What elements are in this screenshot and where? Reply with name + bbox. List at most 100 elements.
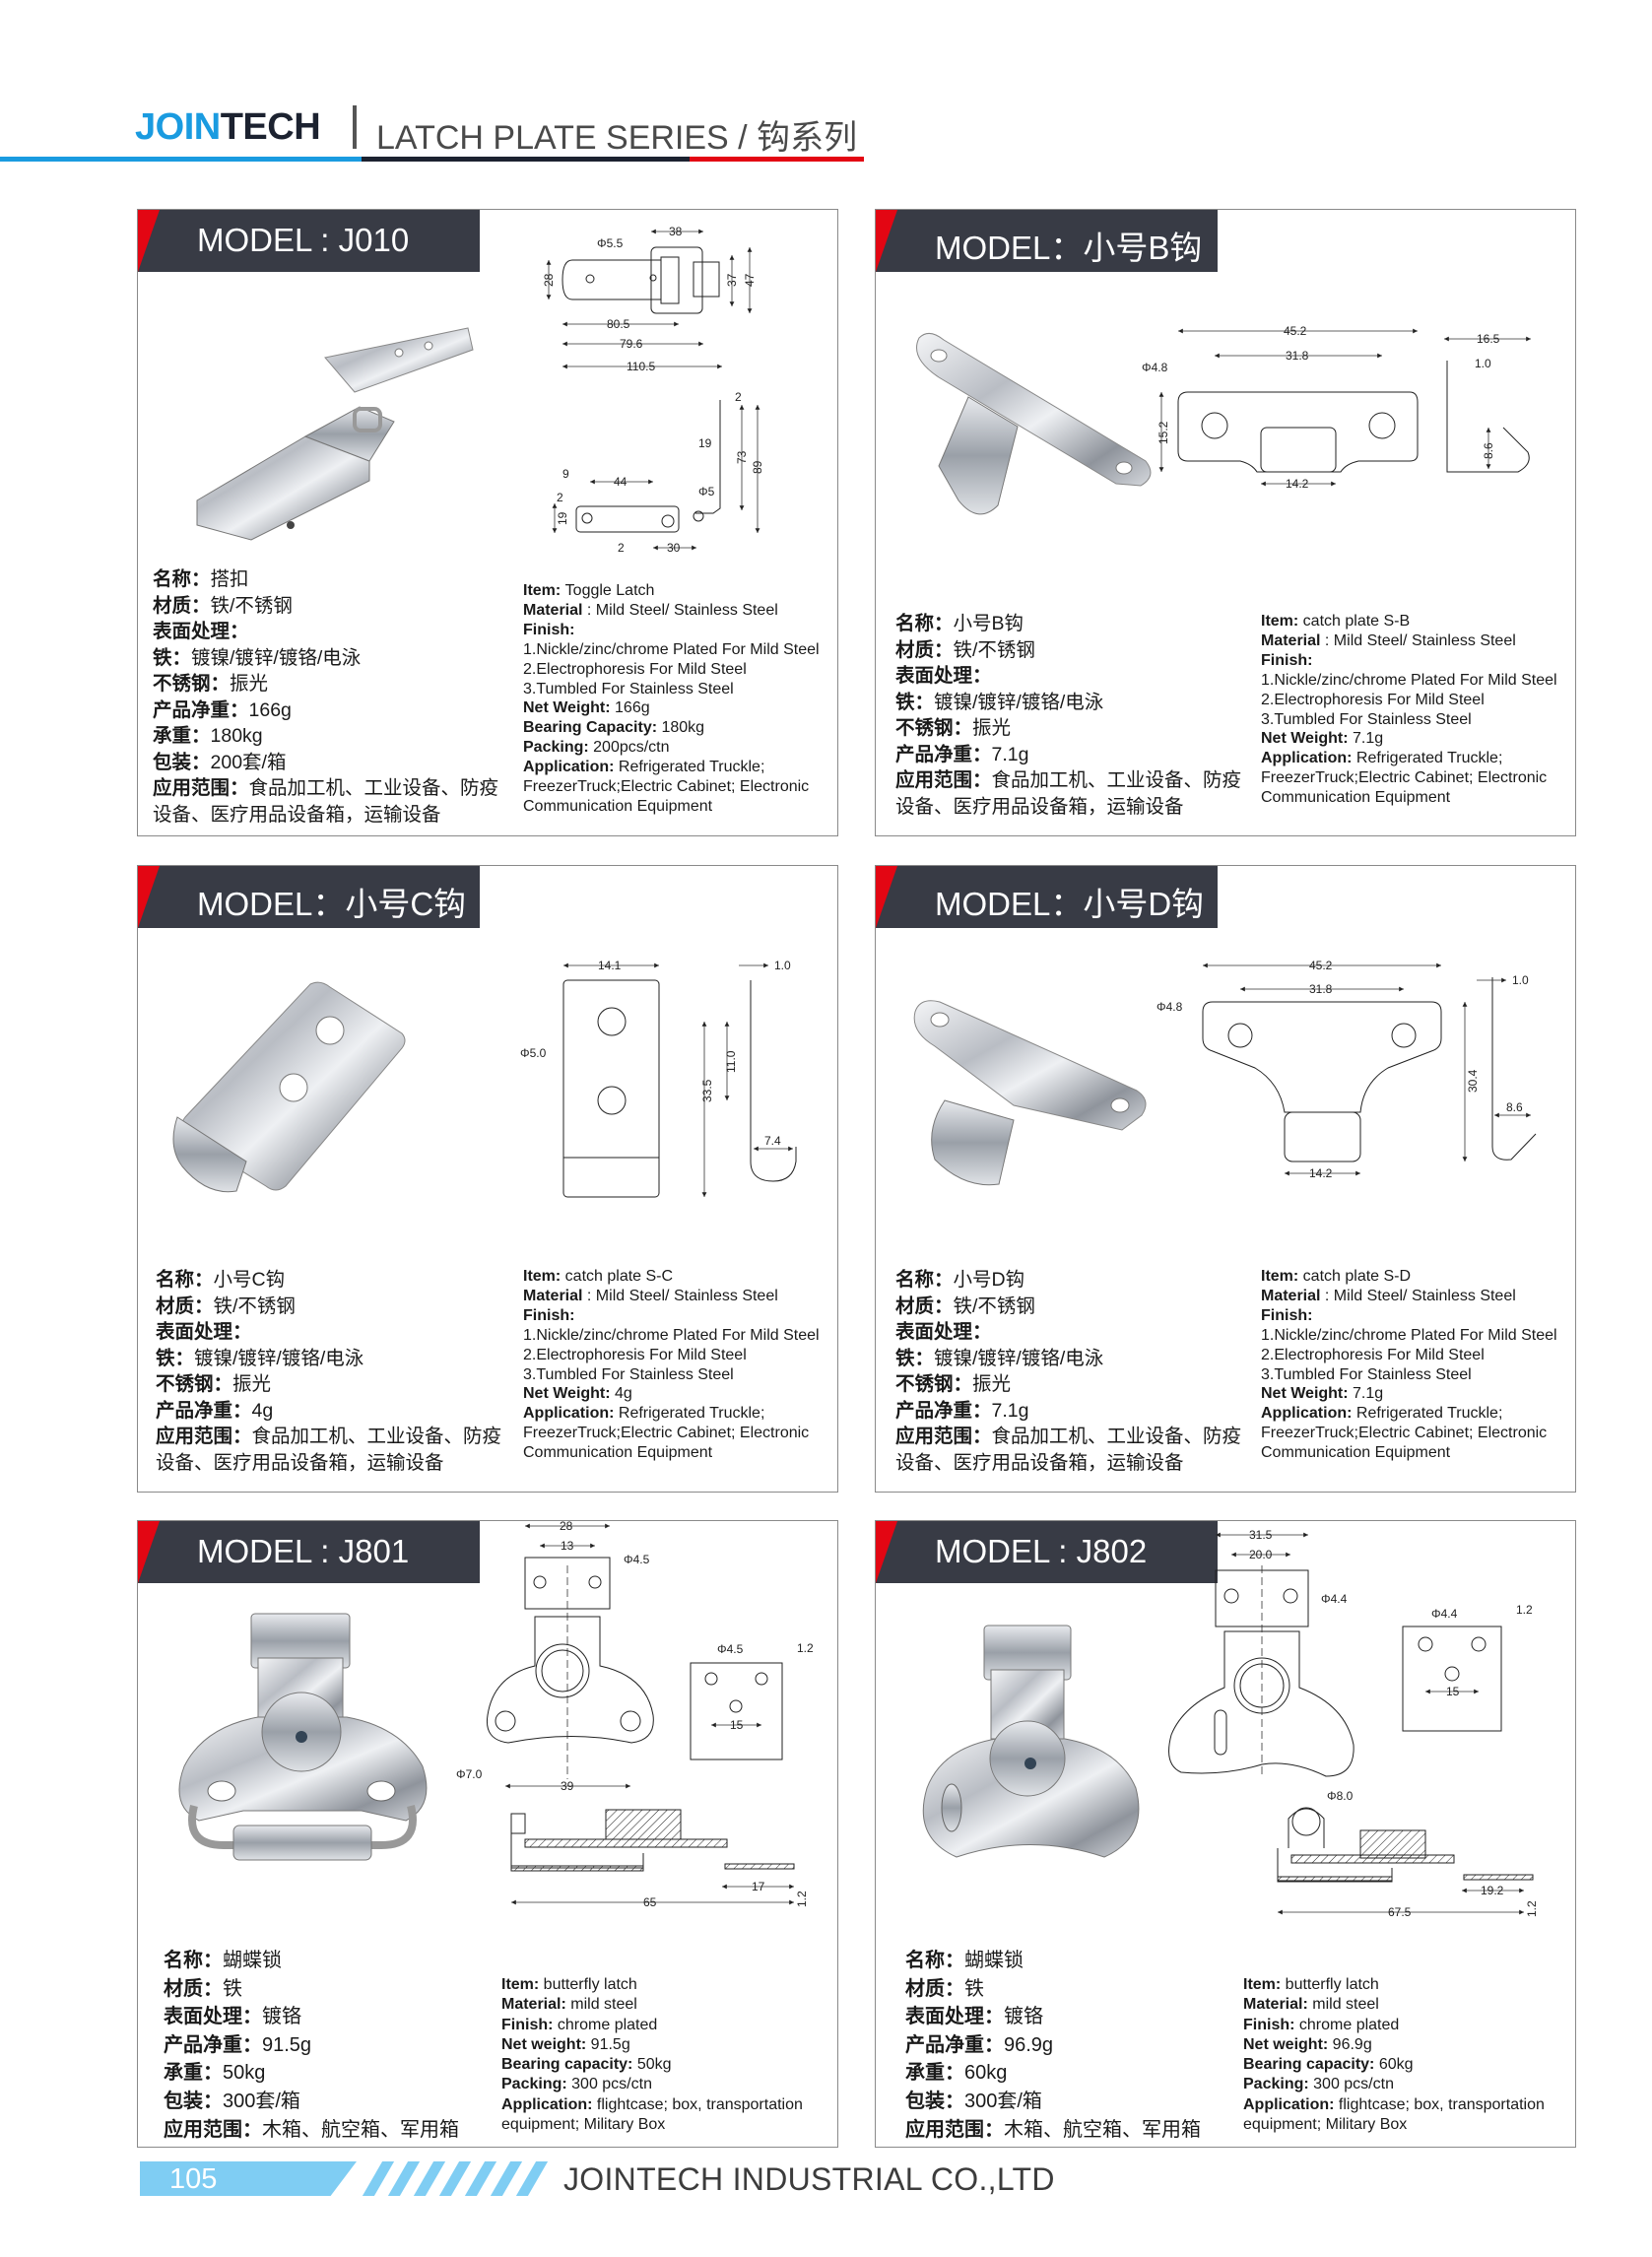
spec-row-english: Bearing capacity: 60kg bbox=[1243, 2055, 1568, 2075]
spec-row-english: Finish: bbox=[1261, 651, 1568, 671]
dim-label: 1.2 bbox=[797, 1641, 814, 1655]
spec-row-english: Application: Refrigerated Truckle; Freez… bbox=[523, 1404, 830, 1463]
spec-row-chinese: 不锈钢：振光 bbox=[153, 671, 512, 697]
spec-value: 铁 bbox=[964, 1977, 984, 2000]
dim-label: 2 bbox=[557, 491, 563, 504]
spec-value: : Mild Steel/ Stainless Steel bbox=[1320, 631, 1516, 649]
spec-label: 包装： bbox=[153, 751, 211, 773]
dim-label: 11.0 bbox=[724, 1050, 738, 1073]
spec-value: 3.Tumbled For Stainless Steel bbox=[523, 1365, 734, 1383]
spec-row-chinese: 包装：300套/箱 bbox=[164, 2088, 523, 2116]
spec-row-english: Item: catch plate S-D bbox=[1261, 1267, 1568, 1287]
spec-label: 材质： bbox=[156, 1294, 214, 1317]
spec-row-chinese: 材质：铁/不锈钢 bbox=[156, 1294, 515, 1320]
spec-row-english: Material : Mild Steel/ Stainless Steel bbox=[523, 601, 830, 621]
dim-label: 14.2 bbox=[1286, 477, 1309, 491]
dim-label: 1.2 bbox=[1525, 1900, 1539, 1917]
product-card-j010: MODEL : J010 38 Φ5.5 28 37 47 80.5 bbox=[137, 209, 838, 836]
spec-value: 蝴蝶锁 bbox=[223, 1950, 282, 1971]
spec-row-chinese: 应用范围：木箱、航空箱、军用箱 bbox=[164, 2116, 523, 2145]
spec-value: 1.Nickle/zinc/chrome Plated For Mild Ste… bbox=[1261, 1326, 1557, 1344]
spec-row-english: Material : Mild Steel/ Stainless Steel bbox=[523, 1287, 830, 1306]
spec-row-english: Application: flightcase; box, transporta… bbox=[1243, 2095, 1568, 2136]
spec-value: Toggle Latch bbox=[564, 582, 655, 599]
spec-row-chinese: 应用范围：食品加工机、工业设备、防疫设备、医疗用品设备箱，运输设备 bbox=[895, 1424, 1255, 1476]
spec-value: 7.1g bbox=[1353, 730, 1384, 748]
dim-label: Φ7.0 bbox=[456, 1767, 483, 1781]
spec-row-chinese: 包装：200套/箱 bbox=[153, 750, 512, 776]
spec-row-chinese: 表面处理： bbox=[895, 663, 1255, 690]
spec-value: 铁/不锈钢 bbox=[213, 1294, 296, 1317]
spec-label: 表面处理： bbox=[895, 1321, 992, 1343]
dim-label: Φ5 bbox=[698, 485, 715, 498]
dim-label: 47 bbox=[743, 273, 757, 287]
spec-label: Net Weight: bbox=[1261, 730, 1354, 748]
spec-label: 应用范围： bbox=[156, 1426, 252, 1447]
spec-value: 铁/不锈钢 bbox=[953, 638, 1035, 661]
spec-value: 50kg bbox=[223, 2062, 266, 2085]
model-banner: MODEL：小号C钩 bbox=[138, 866, 480, 928]
spec-label: 应用范围： bbox=[895, 1426, 992, 1447]
spec-value: 木箱、航空箱、军用箱 bbox=[262, 2118, 459, 2141]
spec-label: Bearing Capacity: bbox=[523, 719, 662, 737]
spec-label: Application: bbox=[523, 759, 619, 776]
spec-row-english: 1.Nickle/zinc/chrome Plated For Mild Ste… bbox=[1261, 671, 1568, 691]
spec-value: 镀铬 bbox=[1004, 2006, 1043, 2028]
spec-label: Item: bbox=[1243, 1976, 1286, 1993]
spec-label: 表面处理： bbox=[905, 2006, 1004, 2028]
spec-row-chinese: 应用范围：食品加工机、工业设备、防疫设备、医疗用品设备箱，运输设备 bbox=[153, 775, 512, 828]
spec-label: 包装： bbox=[905, 2090, 964, 2112]
spec-row-english: Finish: bbox=[1261, 1306, 1568, 1326]
header-rule-dark bbox=[362, 157, 690, 162]
spec-label: 包装： bbox=[164, 2090, 223, 2112]
spec-value: 振光 bbox=[230, 673, 269, 695]
spec-value: 4g bbox=[251, 1399, 274, 1422]
dim-label: Φ5.5 bbox=[597, 236, 624, 250]
spec-row-chinese: 表面处理： bbox=[895, 1319, 1255, 1346]
spec-row-chinese: 承重：60kg bbox=[905, 2059, 1265, 2088]
footer-stripe bbox=[490, 2161, 523, 2196]
spec-value: 铁 bbox=[223, 1977, 242, 2000]
brand-logo: JOINTECH bbox=[135, 106, 321, 149]
spec-value: 180kg bbox=[661, 719, 705, 737]
model-title: MODEL : J010 bbox=[197, 222, 410, 258]
spec-value: chrome plated bbox=[1298, 2016, 1400, 2033]
spec-label: 不锈钢： bbox=[153, 673, 231, 695]
footer-stripe bbox=[362, 2161, 395, 2196]
dim-label: 8.6 bbox=[1506, 1100, 1523, 1114]
spec-value: : Mild Steel/ Stainless Steel bbox=[582, 1287, 778, 1304]
spec-label: Item: bbox=[1261, 1268, 1303, 1285]
spec-value: 166g bbox=[248, 698, 292, 721]
spec-value: 200pcs/ctn bbox=[593, 739, 670, 757]
spec-value: 食品加工机、工业设备、防疫设备、医疗用品设备箱，运输设备 bbox=[895, 769, 1242, 818]
spec-value: 镀镍/镀锌/镀铬/电泳 bbox=[934, 1347, 1104, 1369]
spec-row-english: Material : Mild Steel/ Stainless Steel bbox=[1261, 631, 1568, 651]
spec-value: 96.9g bbox=[1004, 2033, 1054, 2056]
spec-row-chinese: 表面处理：镀铬 bbox=[905, 2003, 1265, 2031]
spec-row-chinese: 表面处理： bbox=[153, 619, 512, 645]
spec-row-chinese: 表面处理：镀铬 bbox=[164, 2003, 523, 2031]
dim-label: 1.2 bbox=[1516, 1603, 1533, 1617]
dim-label: 31.5 bbox=[1249, 1528, 1273, 1542]
dim-label: 1.0 bbox=[1475, 357, 1491, 370]
spec-row-chinese: 铁：镀镍/镀锌/镀铬/电泳 bbox=[153, 645, 512, 672]
technical-drawing-d-hook: 45.2 31.8 Φ4.8 30.4 14.2 1.0 8.6 bbox=[1156, 959, 1537, 1180]
spec-row-english: 3.Tumbled For Stainless Steel bbox=[1261, 710, 1568, 730]
spec-row-chinese: 材质：铁/不锈钢 bbox=[895, 1294, 1255, 1320]
model-title: MODEL：小号B钩 bbox=[935, 230, 1203, 266]
technical-drawing-j010: 38 Φ5.5 28 37 47 80.5 79.6 110.5 2 19 73… bbox=[542, 225, 764, 555]
spec-value: : Mild Steel/ Stainless Steel bbox=[582, 601, 778, 619]
spec-label: Finish: bbox=[1243, 2016, 1299, 2033]
spec-value: 7.1g bbox=[991, 743, 1029, 765]
spec-row-chinese: 铁：镀镍/镀锌/镀铬/电泳 bbox=[895, 1346, 1255, 1372]
technical-drawing-j802: 31.5 20.0 Φ4.4 Φ4.4 1.2 15 Φ8.0 19.2 67.… bbox=[1168, 1528, 1539, 1919]
spec-row-english: Material : Mild Steel/ Stainless Steel bbox=[1261, 1287, 1568, 1306]
spec-row-english: Application: Refrigerated Truckle; Freez… bbox=[1261, 1404, 1568, 1463]
spec-row-english: Material: mild steel bbox=[1243, 1995, 1568, 2015]
spec-value: 小号D钩 bbox=[953, 1269, 1025, 1291]
dim-label: 15 bbox=[1446, 1685, 1460, 1698]
product-card-j801: MODEL : J801 28 13 Φ4.5 39 Φ7.0 bbox=[137, 1519, 838, 2148]
spec-row-chinese: 包装：300套/箱 bbox=[905, 2088, 1265, 2116]
